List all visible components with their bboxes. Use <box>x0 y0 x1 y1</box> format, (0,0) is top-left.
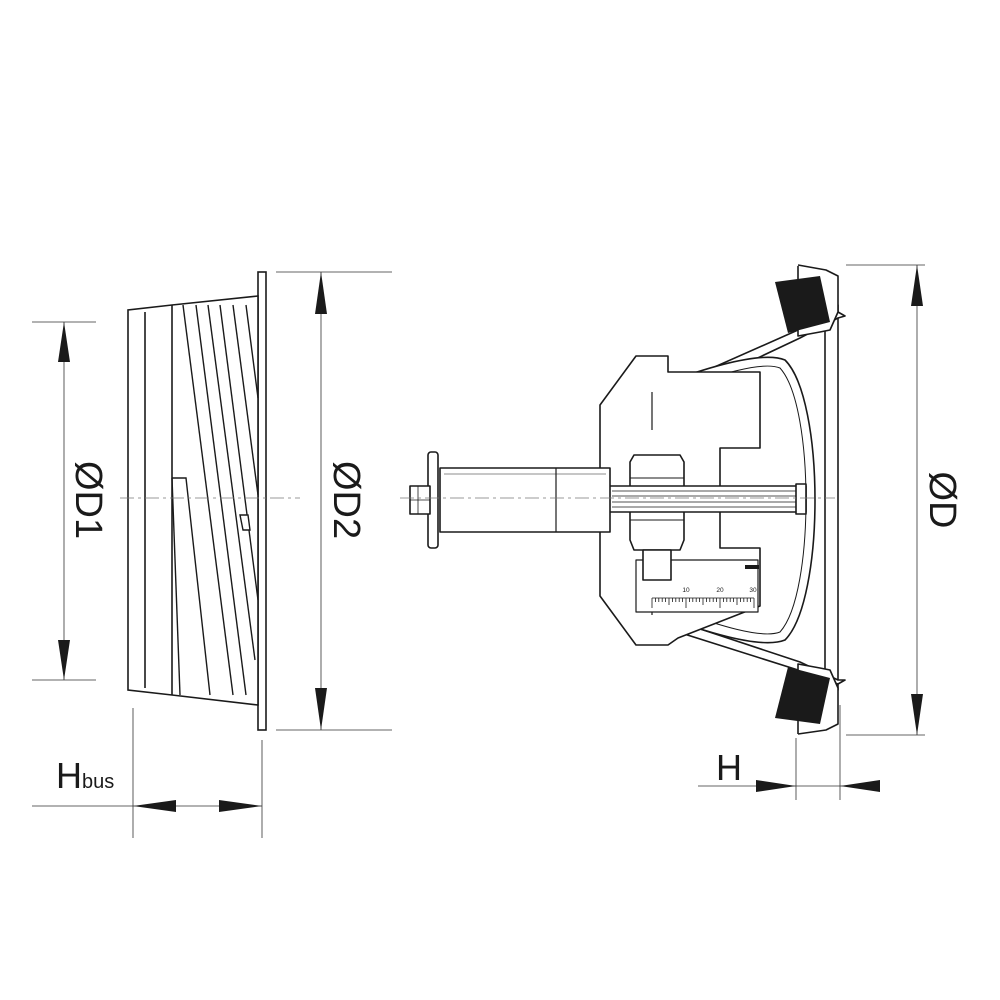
bottom-gasket <box>775 667 830 724</box>
thread-grooves <box>171 304 259 696</box>
dimension-d <box>846 264 925 736</box>
scale-label-20: 20 <box>716 587 724 594</box>
diffuser-back-plate <box>824 304 839 691</box>
flange <box>257 271 267 731</box>
label-hbus-sub: bus <box>82 771 114 793</box>
threaded-rod <box>607 485 807 513</box>
left-view-connector <box>127 271 267 731</box>
label-d: ØD <box>921 472 963 529</box>
scale-indicator <box>745 565 759 569</box>
knob-cylinder <box>439 467 611 533</box>
nut-lower <box>642 549 672 581</box>
top-gasket <box>775 276 830 333</box>
label-hbus: Hbus <box>56 755 114 796</box>
sleeve-body <box>127 295 259 706</box>
dimension-d2 <box>276 271 392 731</box>
dimension-h <box>698 705 880 800</box>
right-view-diffuser <box>409 264 846 735</box>
scale-ticks <box>651 597 755 608</box>
label-hbus-main: H <box>56 755 82 796</box>
label-h: H <box>716 747 742 788</box>
dimension-d1 <box>32 321 96 681</box>
label-d1: ØD1 <box>67 461 109 539</box>
dimension-hbus <box>32 708 263 838</box>
label-d2: ØD2 <box>325 461 367 539</box>
rod-end <box>795 483 807 515</box>
scale-label-10: 10 <box>682 587 690 594</box>
scale-label-30: 30 <box>749 587 757 594</box>
thread-lines <box>612 490 800 508</box>
